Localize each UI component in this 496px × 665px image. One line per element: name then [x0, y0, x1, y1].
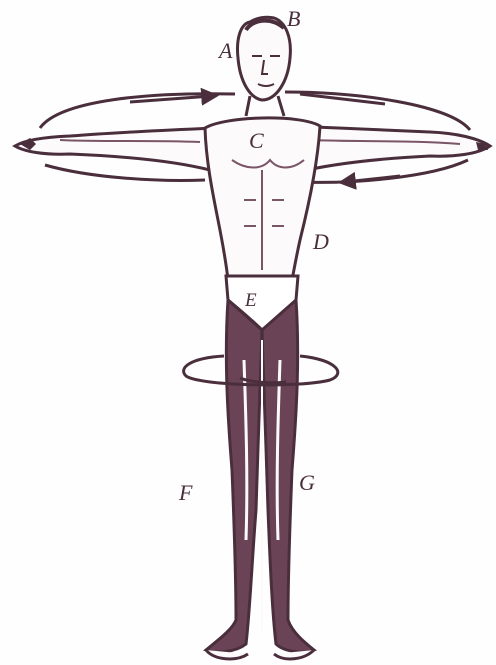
label-b: B	[287, 8, 300, 30]
label-d: D	[313, 231, 329, 253]
label-g: G	[299, 472, 315, 494]
label-c: C	[249, 130, 264, 152]
left-arm	[15, 128, 215, 170]
left-leg	[206, 300, 262, 652]
label-a: A	[219, 40, 232, 62]
label-f: F	[179, 482, 192, 504]
label-e: E	[245, 291, 257, 310]
